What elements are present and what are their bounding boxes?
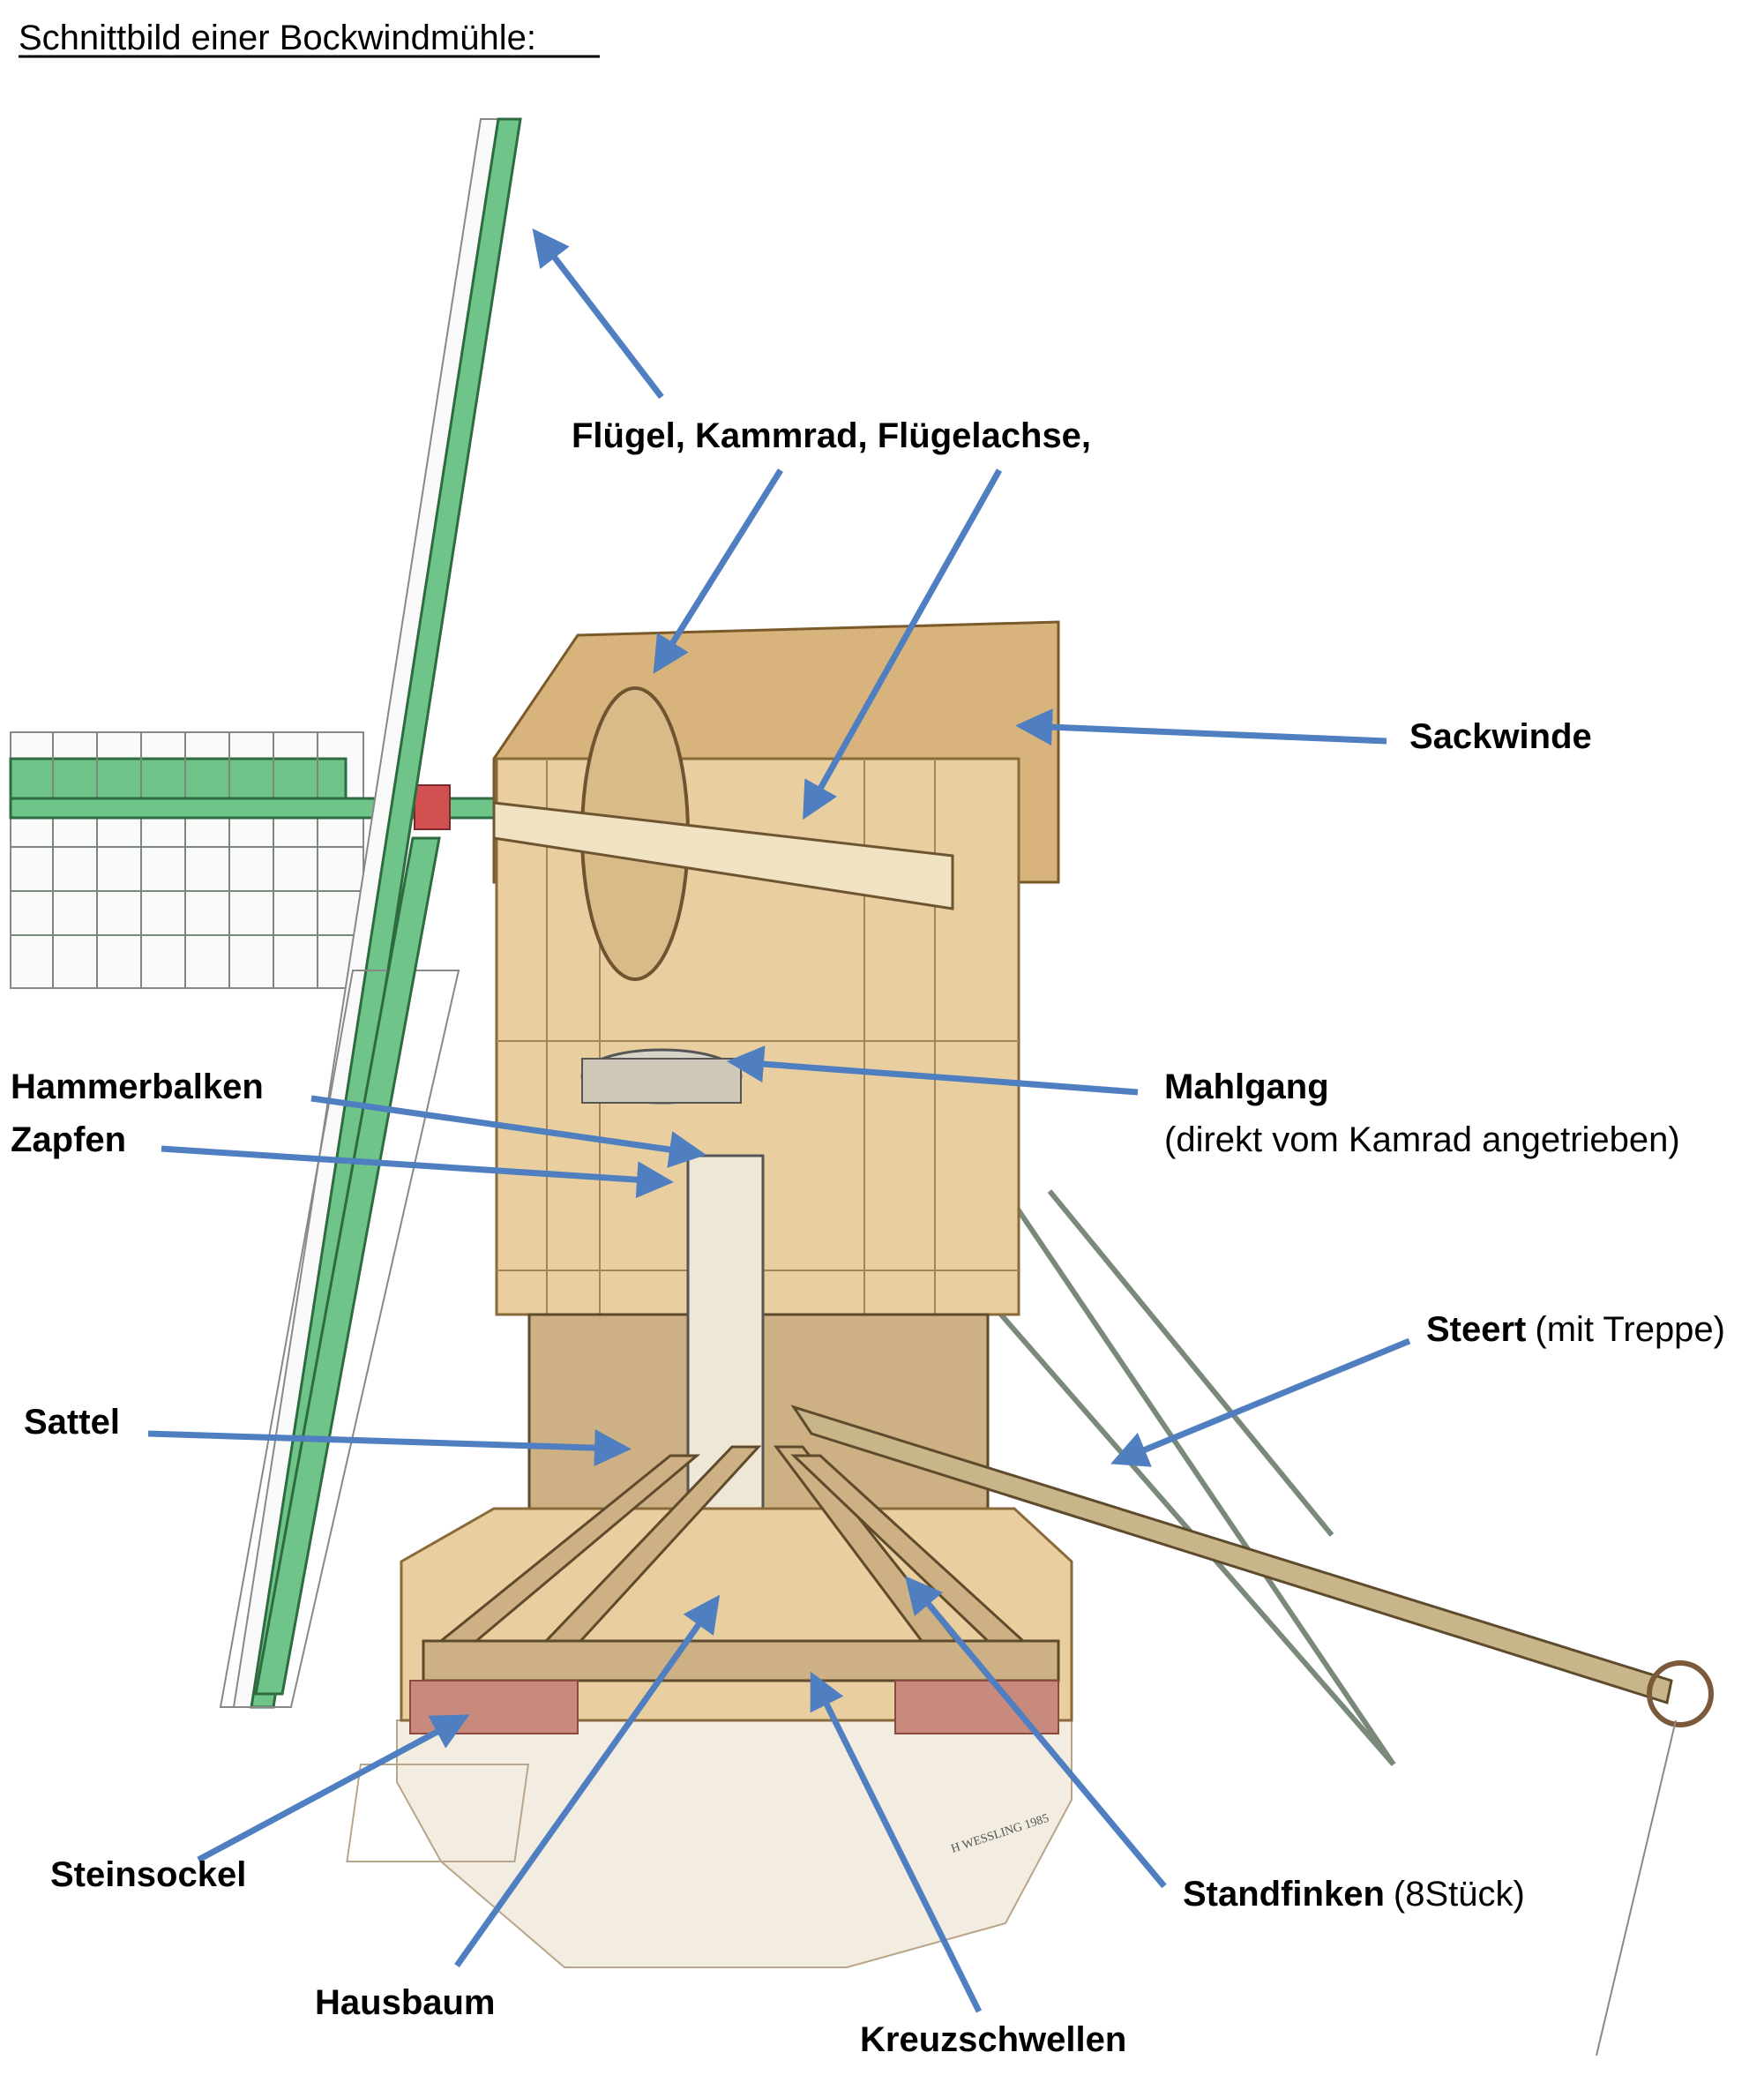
arrow-zapfen (161, 1145, 674, 1199)
label-standfinken: Standfinken(8Stück) (1183, 1875, 1525, 1914)
label-mahlgang-note: (direkt vom Kamrad angetrieben) (1164, 1120, 1680, 1159)
labels: Flügel, Kammrad, Flügelachse, Sackwinde … (11, 416, 1725, 2059)
sail-hub (414, 784, 451, 830)
chain (1596, 1719, 1677, 2056)
label-hausbaum: Hausbaum (315, 1983, 496, 2022)
fluegelachse (492, 801, 954, 910)
label-steert-name: Steert (1426, 1310, 1526, 1349)
label-zapfen: Zapfen (11, 1120, 126, 1159)
label-standfinken-name: Standfinken (1183, 1875, 1385, 1914)
arrow-mahlgang (727, 1045, 1139, 1096)
steinsockel-left (409, 1680, 579, 1734)
arrow-fluegelachse (803, 468, 1003, 820)
arrow-hausbaum (454, 1594, 721, 1968)
label-steinsockel: Steinsockel (50, 1855, 246, 1894)
kreuzschwelle (422, 1639, 1060, 1682)
arrow-hammerbalken (310, 1095, 706, 1168)
label-sattel: Sattel (24, 1403, 120, 1442)
arrow-steert (1110, 1337, 1411, 1467)
arrow-fluegel (532, 228, 664, 400)
arrow-kammrad (653, 468, 783, 674)
label-mahlgang: Mahlgang (1164, 1067, 1329, 1106)
arrow-steinsockel (197, 1714, 470, 1863)
label-standfinken-note: (8Stück) (1394, 1875, 1525, 1914)
stairs (968, 1189, 1396, 1766)
label-hammerbalken: Hammerbalken (11, 1067, 264, 1106)
label-sackwinde: Sackwinde (1409, 717, 1592, 756)
sail-vertical (219, 117, 522, 1709)
arrow-sattel (147, 1429, 632, 1467)
arrow-sackwinde (1015, 708, 1387, 746)
page-title: Schnittbild einer Bockwindmühle: (19, 19, 536, 57)
label-fluegel: Flügel, Kammrad, Flügelachse, (572, 416, 1091, 455)
label-steert: Steert(mit Treppe) (1426, 1310, 1725, 1349)
capstan-wheel (1647, 1660, 1714, 1727)
ground-mark (346, 1764, 530, 1862)
annotation-arrows (147, 228, 1411, 2013)
label-kreuzschwellen: Kreuzschwellen (860, 2020, 1126, 2059)
arrow-kreuzschwellen (810, 1671, 983, 2013)
arrow-standfinken (905, 1576, 1167, 1889)
label-steert-note: (mit Treppe) (1535, 1310, 1725, 1349)
steert-pole (790, 1405, 1673, 1704)
ground-plate (396, 1719, 1073, 1968)
windmill-illustration: H WESSLING 1985 (9, 117, 1714, 2056)
